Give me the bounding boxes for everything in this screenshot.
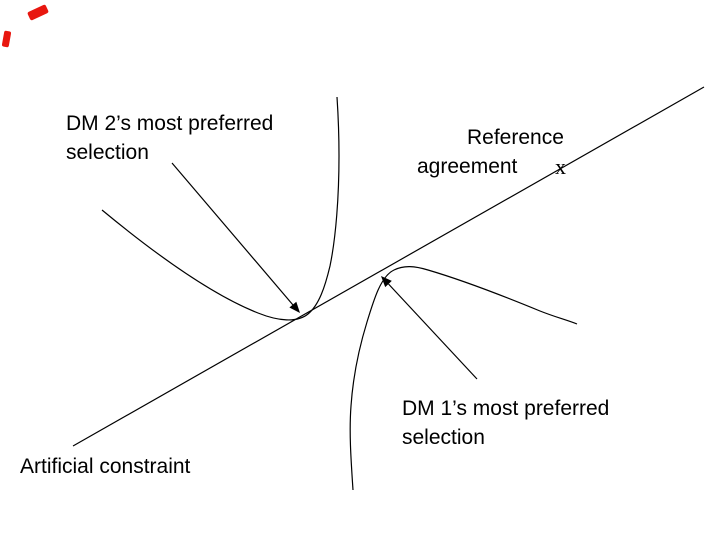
reference-agreement-label-line2: agreement xyxy=(417,155,518,178)
dm2-selection-label-line2: selection xyxy=(66,141,149,164)
dm1-selection-label-line2: selection xyxy=(402,426,485,449)
dm2-selection-label-line1: DM 2’s most preferred xyxy=(66,112,274,135)
dm1-selection-label: DM 1’s most preferred selection xyxy=(402,394,609,452)
reference-agreement-x-marker: x xyxy=(555,154,566,179)
dm1-preference-curve xyxy=(349,266,578,491)
dm2-selection-arrow xyxy=(171,162,300,313)
dm2-selection-label: DM 2’s most preferred selection xyxy=(66,109,273,167)
dm1-selection-label-line1: DM 1’s most preferred xyxy=(402,397,610,420)
dm1-selection-arrow xyxy=(381,276,478,380)
artificial-constraint-line xyxy=(72,86,705,447)
reference-agreement-label-line1: Reference xyxy=(467,126,564,149)
dm2-preference-curve xyxy=(101,96,340,321)
artificial-constraint-label: Artificial constraint xyxy=(20,455,191,478)
